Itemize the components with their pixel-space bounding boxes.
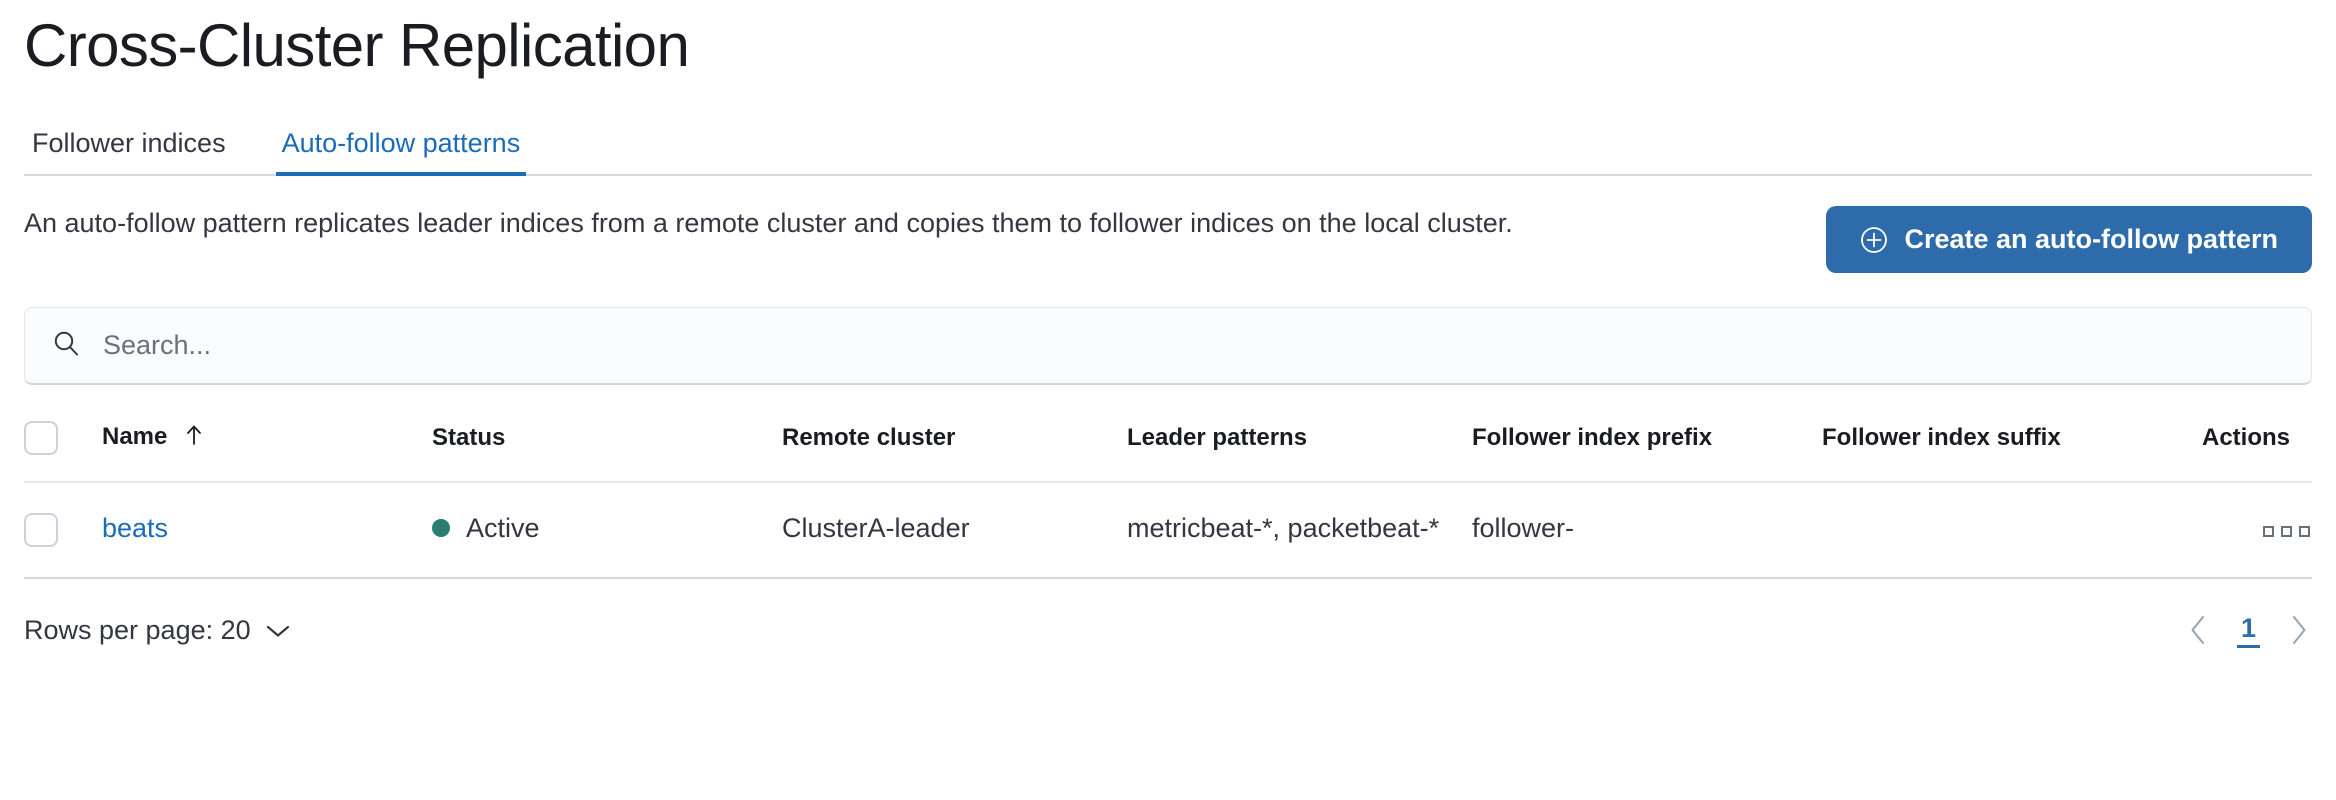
chevron-left-icon[interactable] bbox=[2185, 611, 2211, 649]
page-title: Cross-Cluster Replication bbox=[24, 12, 690, 79]
row-actions-cell bbox=[2202, 482, 2312, 580]
header-name-label: Name bbox=[102, 423, 168, 450]
header-status[interactable]: Status bbox=[432, 407, 782, 483]
header-select-all bbox=[24, 407, 102, 483]
row-select-cell bbox=[24, 482, 102, 580]
create-auto-follow-pattern-label: Create an auto-follow pattern bbox=[1904, 224, 2278, 254]
table-footer: Rows per page: 20 1 bbox=[24, 611, 2312, 649]
row-follower-index-suffix-cell bbox=[1822, 482, 2202, 580]
table-row: beats Active ClusterA-leader metricbeat-… bbox=[24, 482, 2312, 580]
pagination-page-1[interactable]: 1 bbox=[2236, 613, 2260, 648]
auto-follow-patterns-table: Name Status Remote cluster Leader patter… bbox=[24, 407, 2312, 580]
search-icon bbox=[51, 328, 81, 363]
row-remote-cluster-cell: ClusterA-leader bbox=[782, 482, 1127, 580]
header-follower-index-suffix[interactable]: Follower index suffix bbox=[1822, 407, 2202, 483]
search-bar[interactable] bbox=[24, 307, 2312, 385]
row-status-cell: Active bbox=[432, 482, 782, 580]
header-name[interactable]: Name bbox=[102, 407, 432, 483]
ellipsis-horizontal-icon[interactable] bbox=[2261, 520, 2312, 543]
intro-row: An auto-follow pattern replicates leader… bbox=[24, 204, 2312, 273]
row-follower-index-prefix-cell: follower- bbox=[1472, 482, 1822, 580]
plus-in-circle-icon bbox=[1860, 226, 1888, 254]
tab-auto-follow-patterns[interactable]: Auto-follow patterns bbox=[275, 130, 527, 176]
header-follower-index-prefix[interactable]: Follower index prefix bbox=[1472, 407, 1822, 483]
header-leader-patterns[interactable]: Leader patterns bbox=[1127, 407, 1472, 483]
rows-per-page-selector[interactable]: Rows per page: 20 bbox=[24, 615, 291, 646]
pattern-name-link[interactable]: beats bbox=[102, 513, 169, 544]
row-leader-patterns-cell: metricbeat-*, packetbeat-* bbox=[1127, 482, 1472, 580]
status-badge: Active bbox=[432, 509, 540, 547]
rows-per-page-label: Rows per page: 20 bbox=[24, 614, 251, 645]
tab-follower-indices[interactable]: Follower indices bbox=[32, 128, 226, 158]
status-dot-icon bbox=[432, 519, 450, 538]
status-label: Active bbox=[466, 513, 540, 543]
page-description: An auto-follow pattern replicates leader… bbox=[24, 208, 1513, 238]
tab-bar: Follower indices Auto-follow patterns bbox=[24, 114, 2312, 176]
search-input[interactable] bbox=[101, 308, 2285, 383]
chevron-down-icon bbox=[265, 615, 291, 646]
row-checkbox[interactable] bbox=[24, 512, 58, 547]
header-actions: Actions bbox=[2202, 407, 2312, 483]
arrow-up-icon bbox=[184, 424, 204, 453]
chevron-right-icon[interactable] bbox=[2286, 611, 2312, 649]
select-all-checkbox[interactable] bbox=[24, 421, 58, 455]
table-header-row: Name Status Remote cluster Leader patter… bbox=[24, 407, 2312, 483]
row-name-cell: beats bbox=[102, 482, 432, 580]
pagination: 1 bbox=[2185, 611, 2312, 649]
create-auto-follow-pattern-button[interactable]: Create an auto-follow pattern bbox=[1826, 206, 2312, 273]
header-remote-cluster[interactable]: Remote cluster bbox=[782, 407, 1127, 483]
